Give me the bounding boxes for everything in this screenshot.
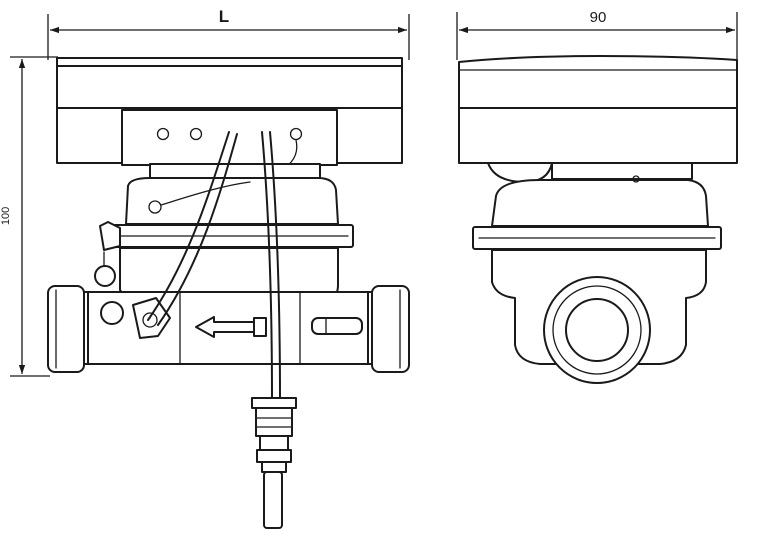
seal-screw-icon: [148, 200, 162, 214]
temperature-probe: [263, 471, 283, 529]
left-coupling: [47, 285, 85, 373]
screw-icon: [156, 127, 170, 141]
sensor-cables: [147, 131, 281, 401]
dimension-90: 90: [456, 9, 738, 60]
dimension-height-label: 100: [0, 207, 12, 225]
screw-icon: [189, 127, 203, 141]
flow-direction-arrow-icon: [195, 316, 267, 338]
dimension-l: L: [47, 7, 410, 60]
temperature-sensor-clip: [94, 221, 171, 339]
dimension-90-label: 90: [590, 9, 607, 26]
pipe-end: [543, 276, 651, 384]
side-clamp-ring: [472, 226, 722, 250]
right-coupling: [371, 285, 410, 373]
side-neck: [487, 162, 709, 227]
right-plug: [311, 317, 363, 335]
side-view: 90: [456, 9, 738, 384]
side-housing: [458, 55, 738, 164]
dimension-height: 100: [0, 56, 58, 377]
dimension-l-label: L: [219, 7, 229, 26]
meter-neck: [111, 163, 354, 248]
front-view: L 100: [0, 7, 410, 529]
cable-gland: [251, 397, 297, 529]
